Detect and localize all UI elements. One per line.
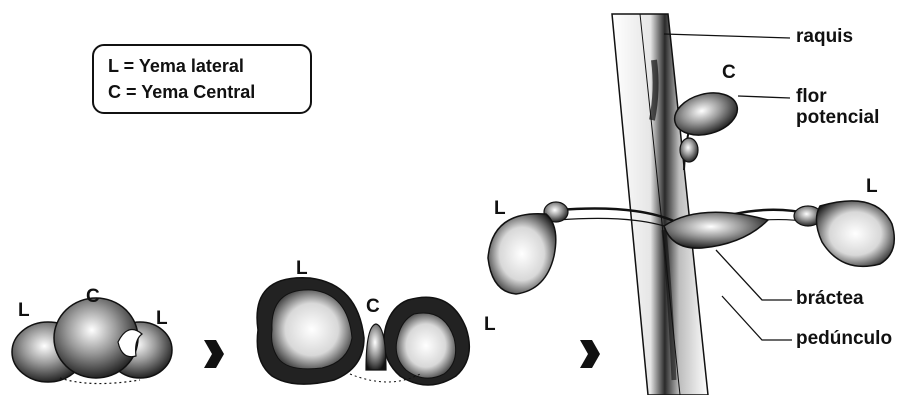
stage1-lateral-right-label: L xyxy=(156,308,168,330)
stage3-lateral-right-label: L xyxy=(866,176,878,198)
stage3-lateral-left-label: L xyxy=(494,198,506,220)
legend-box: L = Yema lateral C = Yema Central xyxy=(92,44,312,114)
callout-flor-line1: flor xyxy=(796,86,879,107)
stage2-lateral-right-label: L xyxy=(484,314,496,336)
stage2-bud xyxy=(257,278,469,385)
callout-raquis: raquis xyxy=(796,26,853,47)
callout-flor-line2: potencial xyxy=(796,107,879,128)
stage1-central-label: C xyxy=(86,286,100,308)
stage1-bud xyxy=(12,298,172,384)
progression-arrow-2 xyxy=(580,340,600,368)
legend-lateral: L = Yema lateral xyxy=(108,56,244,77)
legend-central: C = Yema Central xyxy=(108,82,255,103)
callout-peduncle: pedúnculo xyxy=(796,328,892,349)
stage2-central-label: C xyxy=(366,296,380,318)
bract xyxy=(664,212,768,248)
stage1-lateral-left-label: L xyxy=(18,300,30,322)
progression-arrow-1 xyxy=(204,340,224,368)
callout-bractea: bráctea xyxy=(796,288,864,309)
stage3-central-label: C xyxy=(722,62,736,84)
callout-flor-potencial: flor potencial xyxy=(796,86,879,128)
stage2-lateral-left-label: L xyxy=(296,258,308,280)
